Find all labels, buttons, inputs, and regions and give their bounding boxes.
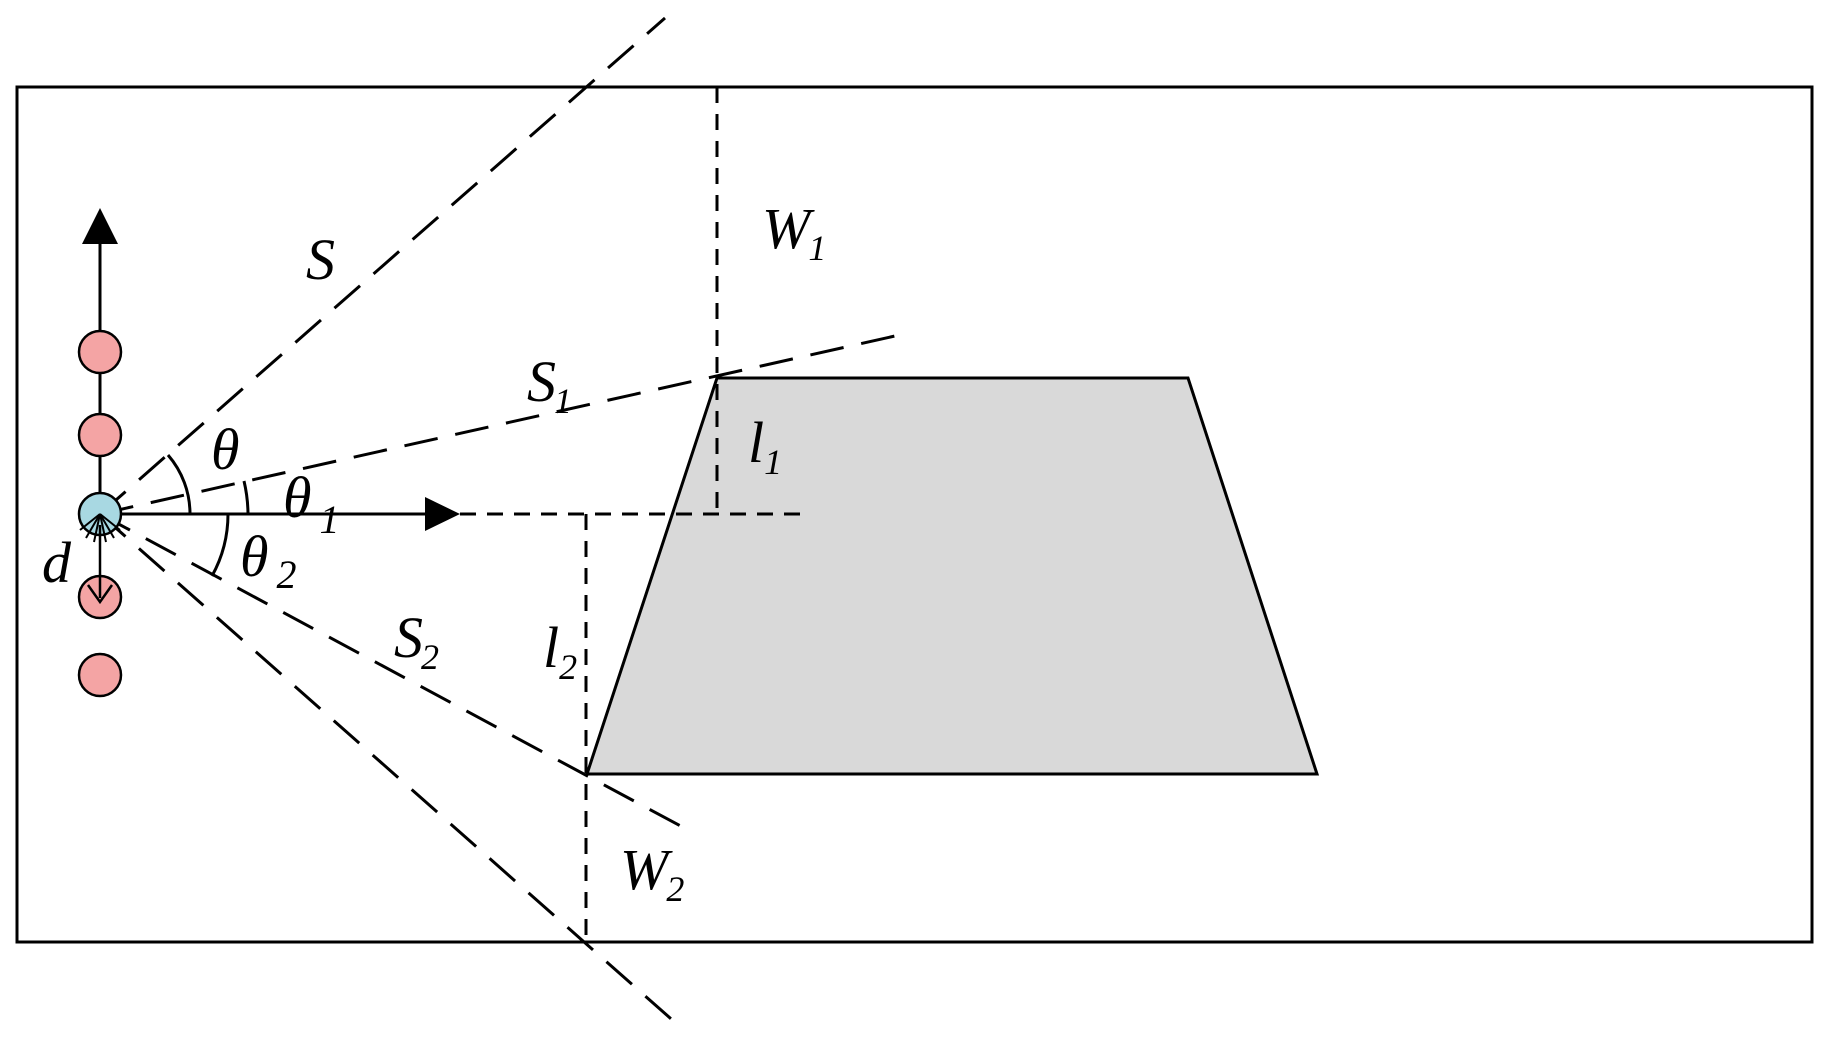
line-lower-boundary bbox=[99, 512, 679, 1027]
label-l2: l2 bbox=[543, 615, 577, 687]
label-S1: S1 bbox=[527, 349, 572, 421]
label-S: S bbox=[306, 227, 335, 292]
arc-theta2 bbox=[210, 513, 230, 577]
label-d: d bbox=[42, 530, 72, 595]
sensor-node-1 bbox=[77, 329, 123, 375]
arc-theta1 bbox=[242, 480, 250, 515]
line-S1 bbox=[99, 334, 896, 516]
line-S bbox=[99, 16, 666, 516]
sensor-node-2 bbox=[77, 412, 123, 458]
frame-border bbox=[15, 85, 1814, 944]
horizontal-arrowhead bbox=[425, 497, 460, 531]
vertical-arrowhead bbox=[82, 208, 118, 244]
sensor-spokes bbox=[79, 513, 121, 543]
line-S2 bbox=[99, 512, 689, 832]
obstacle-trapezoid bbox=[584, 376, 1320, 776]
arc-theta bbox=[166, 454, 192, 515]
d-dimension-arrowhead bbox=[86, 584, 114, 605]
label-l1: l1 bbox=[748, 410, 782, 482]
label-W1: W1 bbox=[762, 196, 826, 268]
label-S2: S2 bbox=[394, 605, 439, 677]
label-W2: W2 bbox=[620, 837, 684, 909]
sensor-node-5 bbox=[77, 652, 123, 698]
label-theta: θ bbox=[211, 417, 240, 482]
